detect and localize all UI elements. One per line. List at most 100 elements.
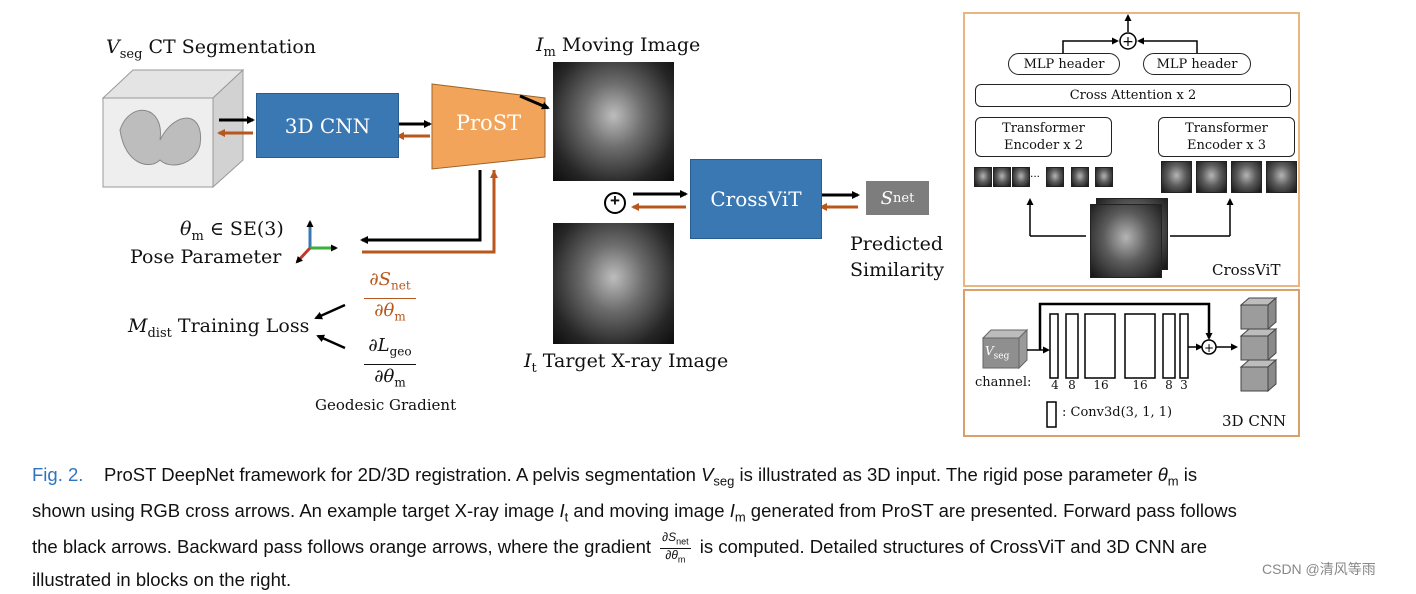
legend-conv-layer [1046, 401, 1057, 428]
channel-value: 3 [1180, 378, 1188, 392]
caption-im-sub: m [734, 509, 746, 525]
grad-snet-num: ∂S [369, 269, 391, 290]
lgeo-gradient-denominator: ∂θm [364, 365, 416, 395]
mlp-header-right: MLP header [1143, 53, 1251, 75]
plus-circle-icon [1119, 32, 1137, 50]
crossvit-block: CrossViT [690, 159, 822, 239]
caption-it: I [559, 499, 565, 521]
grad-snet-den: ∂θ [374, 299, 395, 321]
patch-token [1231, 161, 1262, 193]
caption-gradient-fraction: ∂Snet ∂θm [660, 530, 691, 565]
encoder-left-line2: Encoder x 2 [1003, 138, 1084, 153]
caption-text: generated from ProST are presented. Forw… [745, 499, 1237, 521]
it-subscript: t [531, 360, 537, 376]
training-loss-label: Mdist Training Loss [128, 315, 309, 341]
patch-token [1071, 167, 1089, 187]
crossvit-panel-title: CrossViT [1212, 261, 1281, 279]
pose-parameter-label: Pose Parameter [130, 246, 282, 268]
caption-frac-den-text: ∂θ [665, 547, 678, 562]
grad-lgeo-num: ∂L [368, 335, 390, 356]
moving-image-title: Im Moving Image [536, 34, 700, 60]
encoder-right-line1: Transformer [1185, 121, 1268, 136]
plus-symbol: + [610, 191, 620, 210]
plus-circle-icon [604, 192, 626, 214]
transformer-encoder-right: Transformer Encoder x 3 [1158, 117, 1295, 157]
caption-im: I [729, 499, 735, 521]
channel-value: 8 [1165, 378, 1173, 392]
transformer-encoder-left: Transformer Encoder x 2 [975, 117, 1112, 157]
cnn-input-subscript: seg [993, 351, 1010, 362]
predicted-similarity-label: Predicted Similarity [850, 231, 944, 283]
cnn-panel-title: 3D CNN [1222, 412, 1287, 430]
snet-gradient-numerator: ∂Snet [364, 268, 416, 299]
caption-line-4: illustrated in blocks on the right. [32, 569, 292, 591]
predicted-line-2: Similarity [850, 259, 945, 281]
caption-vseg-sub: seg [713, 473, 735, 489]
caption-line-3: the black arrows. Backward pass follows … [32, 531, 1382, 565]
caption-text: is computed. Detailed structures of Cros… [699, 536, 1208, 558]
channel-value: 16 [1093, 378, 1109, 392]
cross-attention-box: Cross Attention x 2 [975, 84, 1291, 107]
caption-text: ProST DeepNet framework for 2D/3D regist… [103, 464, 702, 485]
caption-frac-num-text: ∂S [662, 530, 677, 545]
theta-symbol: θ [180, 218, 192, 240]
im-subscript: m [543, 44, 556, 60]
vseg-title: Vseg CT Segmentation [106, 36, 316, 62]
encoder-right-line2: Encoder x 3 [1186, 138, 1267, 153]
conv-layer [1124, 313, 1156, 379]
target-xray-image [553, 223, 674, 344]
caption-theta-sub: m [1167, 473, 1179, 489]
conv-layer [1084, 313, 1116, 379]
figure-label: Fig. 2. [32, 464, 84, 485]
cnn-input-cube [981, 328, 1029, 370]
lgeo-gradient: ∂Lgeo ∂θm [364, 334, 416, 394]
conv-layer [1179, 313, 1189, 379]
vseg-description: CT Segmentation [148, 36, 316, 58]
channel-value: 4 [1051, 378, 1059, 392]
cnn-output-cubes [1239, 296, 1278, 393]
cnn-input-label: Vseg [985, 344, 1009, 361]
channel-label: channel: [975, 375, 1032, 390]
grad-lgeo-den-sub: m [394, 375, 406, 390]
moving-xray-image [553, 62, 674, 181]
patch-token [1196, 161, 1227, 193]
theta-subscript: m [191, 228, 204, 244]
patch-token [974, 167, 992, 187]
caption-text: is illustrated as 3D input. The rigid po… [734, 464, 1158, 485]
cnn-input-symbol: V [985, 344, 994, 358]
crossvit-block-label: CrossViT [710, 187, 802, 211]
skip-connection [1038, 302, 1213, 350]
caption-frac-den: ∂θm [665, 549, 685, 565]
forward-arrow [360, 170, 482, 244]
it-description: Target X-ray Image [542, 350, 729, 372]
forward-arrow [519, 94, 550, 110]
patch-token [1095, 167, 1113, 187]
watermark: CSDN @清风等雨 [1262, 561, 1376, 577]
ct-volume-cube [101, 68, 245, 189]
encoder-left-line1: Transformer [1002, 121, 1085, 136]
predicted-line-1: Predicted [850, 233, 944, 255]
caption-text: shown using RGB cross arrows. An example… [32, 499, 560, 521]
caption-frac-num-sub: net [676, 536, 689, 547]
snet-gradient: ∂Snet ∂θm [364, 268, 416, 328]
mdist-rest: Training Loss [177, 315, 310, 337]
mlp-header-left: MLP header [1008, 53, 1120, 75]
prost-label: ProST [455, 111, 522, 135]
plus-symbol: + [1204, 341, 1214, 355]
plus-symbol: + [1122, 34, 1134, 50]
target-image-title: It Target X-ray Image [524, 350, 728, 376]
snet-gradient-denominator: ∂θm [364, 299, 416, 329]
stacked-input-image [1090, 204, 1162, 278]
caption-text: and moving image [568, 499, 730, 521]
caption-vseg: V [701, 464, 714, 485]
geodesic-gradient-label: Geodesic Gradient [315, 396, 457, 414]
im-description: Moving Image [561, 34, 701, 56]
patch-token [1012, 167, 1030, 187]
caption-text: is [1178, 464, 1198, 485]
vseg-symbol: V [106, 36, 120, 58]
patch-token [1266, 161, 1297, 193]
conv-layer [1049, 313, 1059, 379]
caption-frac-num: ∂Snet [660, 530, 691, 549]
caption-frac-den-sub: m [677, 554, 686, 565]
